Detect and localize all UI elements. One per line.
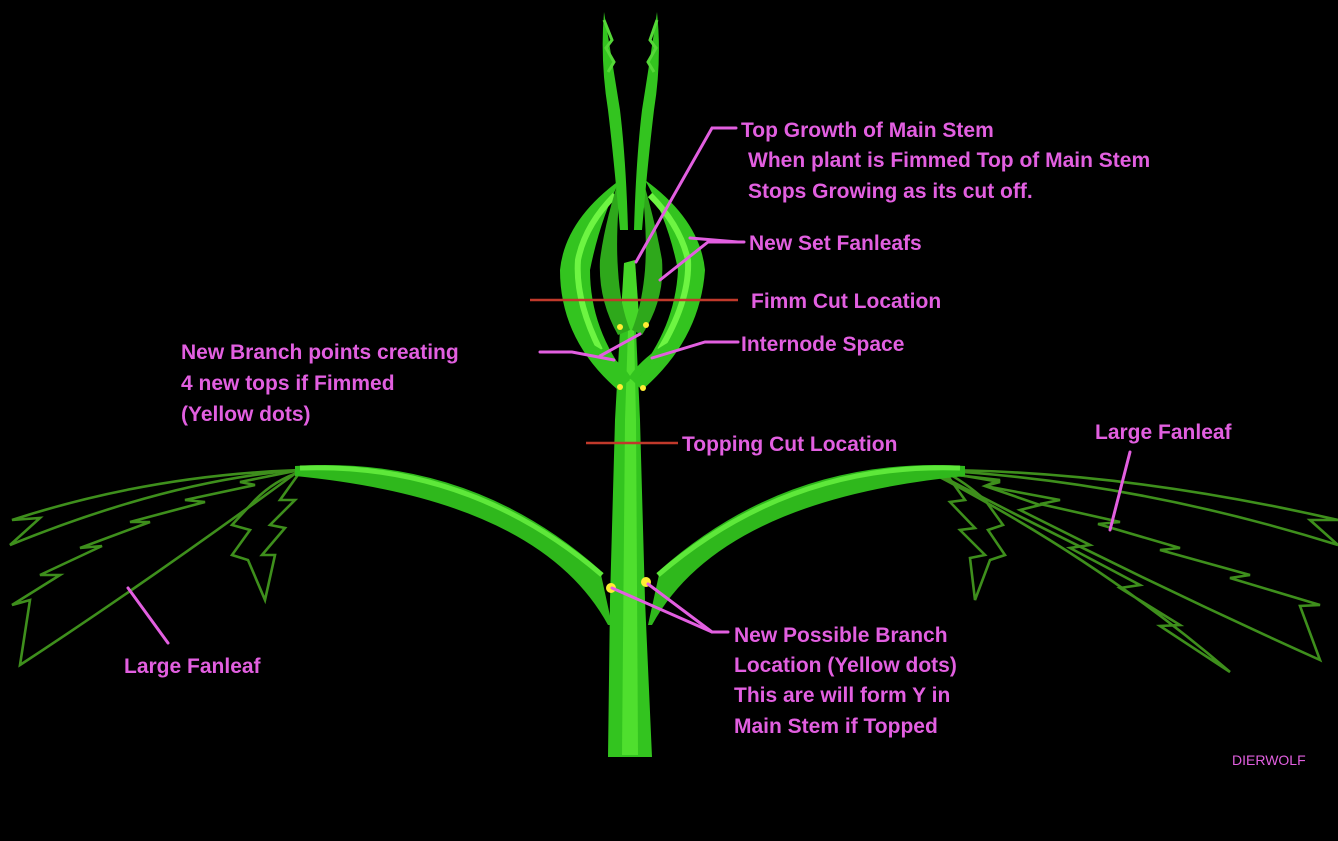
label-top-growth-line3: Stops Growing as its cut off.: [748, 180, 1033, 203]
label-possible-branch-line2: Location (Yellow dots): [734, 654, 957, 677]
label-topping-cut: Topping Cut Location: [682, 433, 897, 456]
label-branch-points-line1: New Branch points creating: [181, 341, 459, 364]
label-top-growth-line2: When plant is Fimmed Top of Main Stem: [748, 149, 1150, 172]
label-large-fanleaf-right: Large Fanleaf: [1095, 421, 1233, 444]
label-branch-points-line3: (Yellow dots): [181, 403, 311, 426]
label-possible-branch-line3: This are will form Y in: [734, 684, 950, 707]
label-top-growth-line1: Top Growth of Main Stem: [741, 119, 994, 142]
label-fimm-cut: Fimm Cut Location: [751, 290, 941, 313]
label-possible-branch-line1: New Possible Branch: [734, 624, 948, 647]
label-branch-points-line2: 4 new tops if Fimmed: [181, 372, 395, 395]
label-new-fanleafs: New Set Fanleafs: [749, 232, 922, 255]
label-large-fanleaf-left: Large Fanleaf: [124, 655, 262, 678]
label-internode: Internode Space: [741, 333, 904, 356]
label-possible-branch-line4: Main Stem if Topped: [734, 715, 938, 738]
signature: DIERWOLF: [1232, 752, 1306, 768]
